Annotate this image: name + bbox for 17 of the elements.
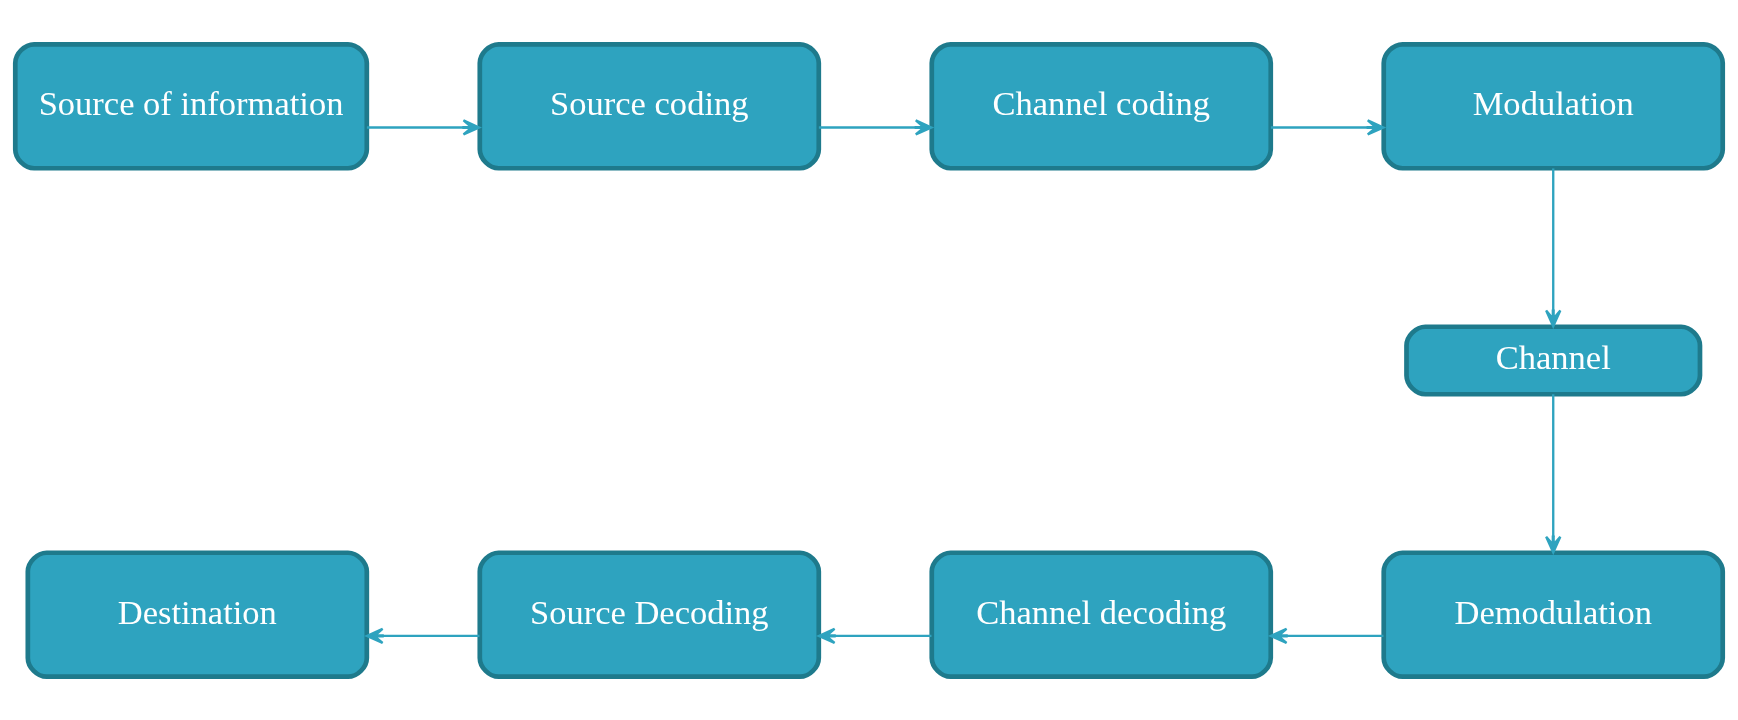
node-box: Demodulation	[1381, 549, 1726, 679]
arrow	[817, 627, 932, 644]
arrow	[1545, 393, 1562, 554]
arrow	[366, 118, 481, 136]
node-box: Channel decoding	[929, 549, 1274, 679]
node-box: Channel coding	[929, 41, 1274, 171]
arrow	[1270, 118, 1385, 136]
node-box: Source coding	[477, 41, 822, 171]
arrow	[1269, 627, 1384, 644]
arrow	[818, 118, 933, 136]
node-box: Modulation	[1381, 41, 1726, 171]
node-box: Destination	[25, 549, 370, 679]
arrow	[1545, 167, 1562, 327]
node-box: Source Decoding	[477, 549, 822, 679]
node-box: Source of information	[12, 41, 370, 171]
arrow	[365, 627, 480, 644]
node-box: Channel	[1404, 323, 1703, 397]
